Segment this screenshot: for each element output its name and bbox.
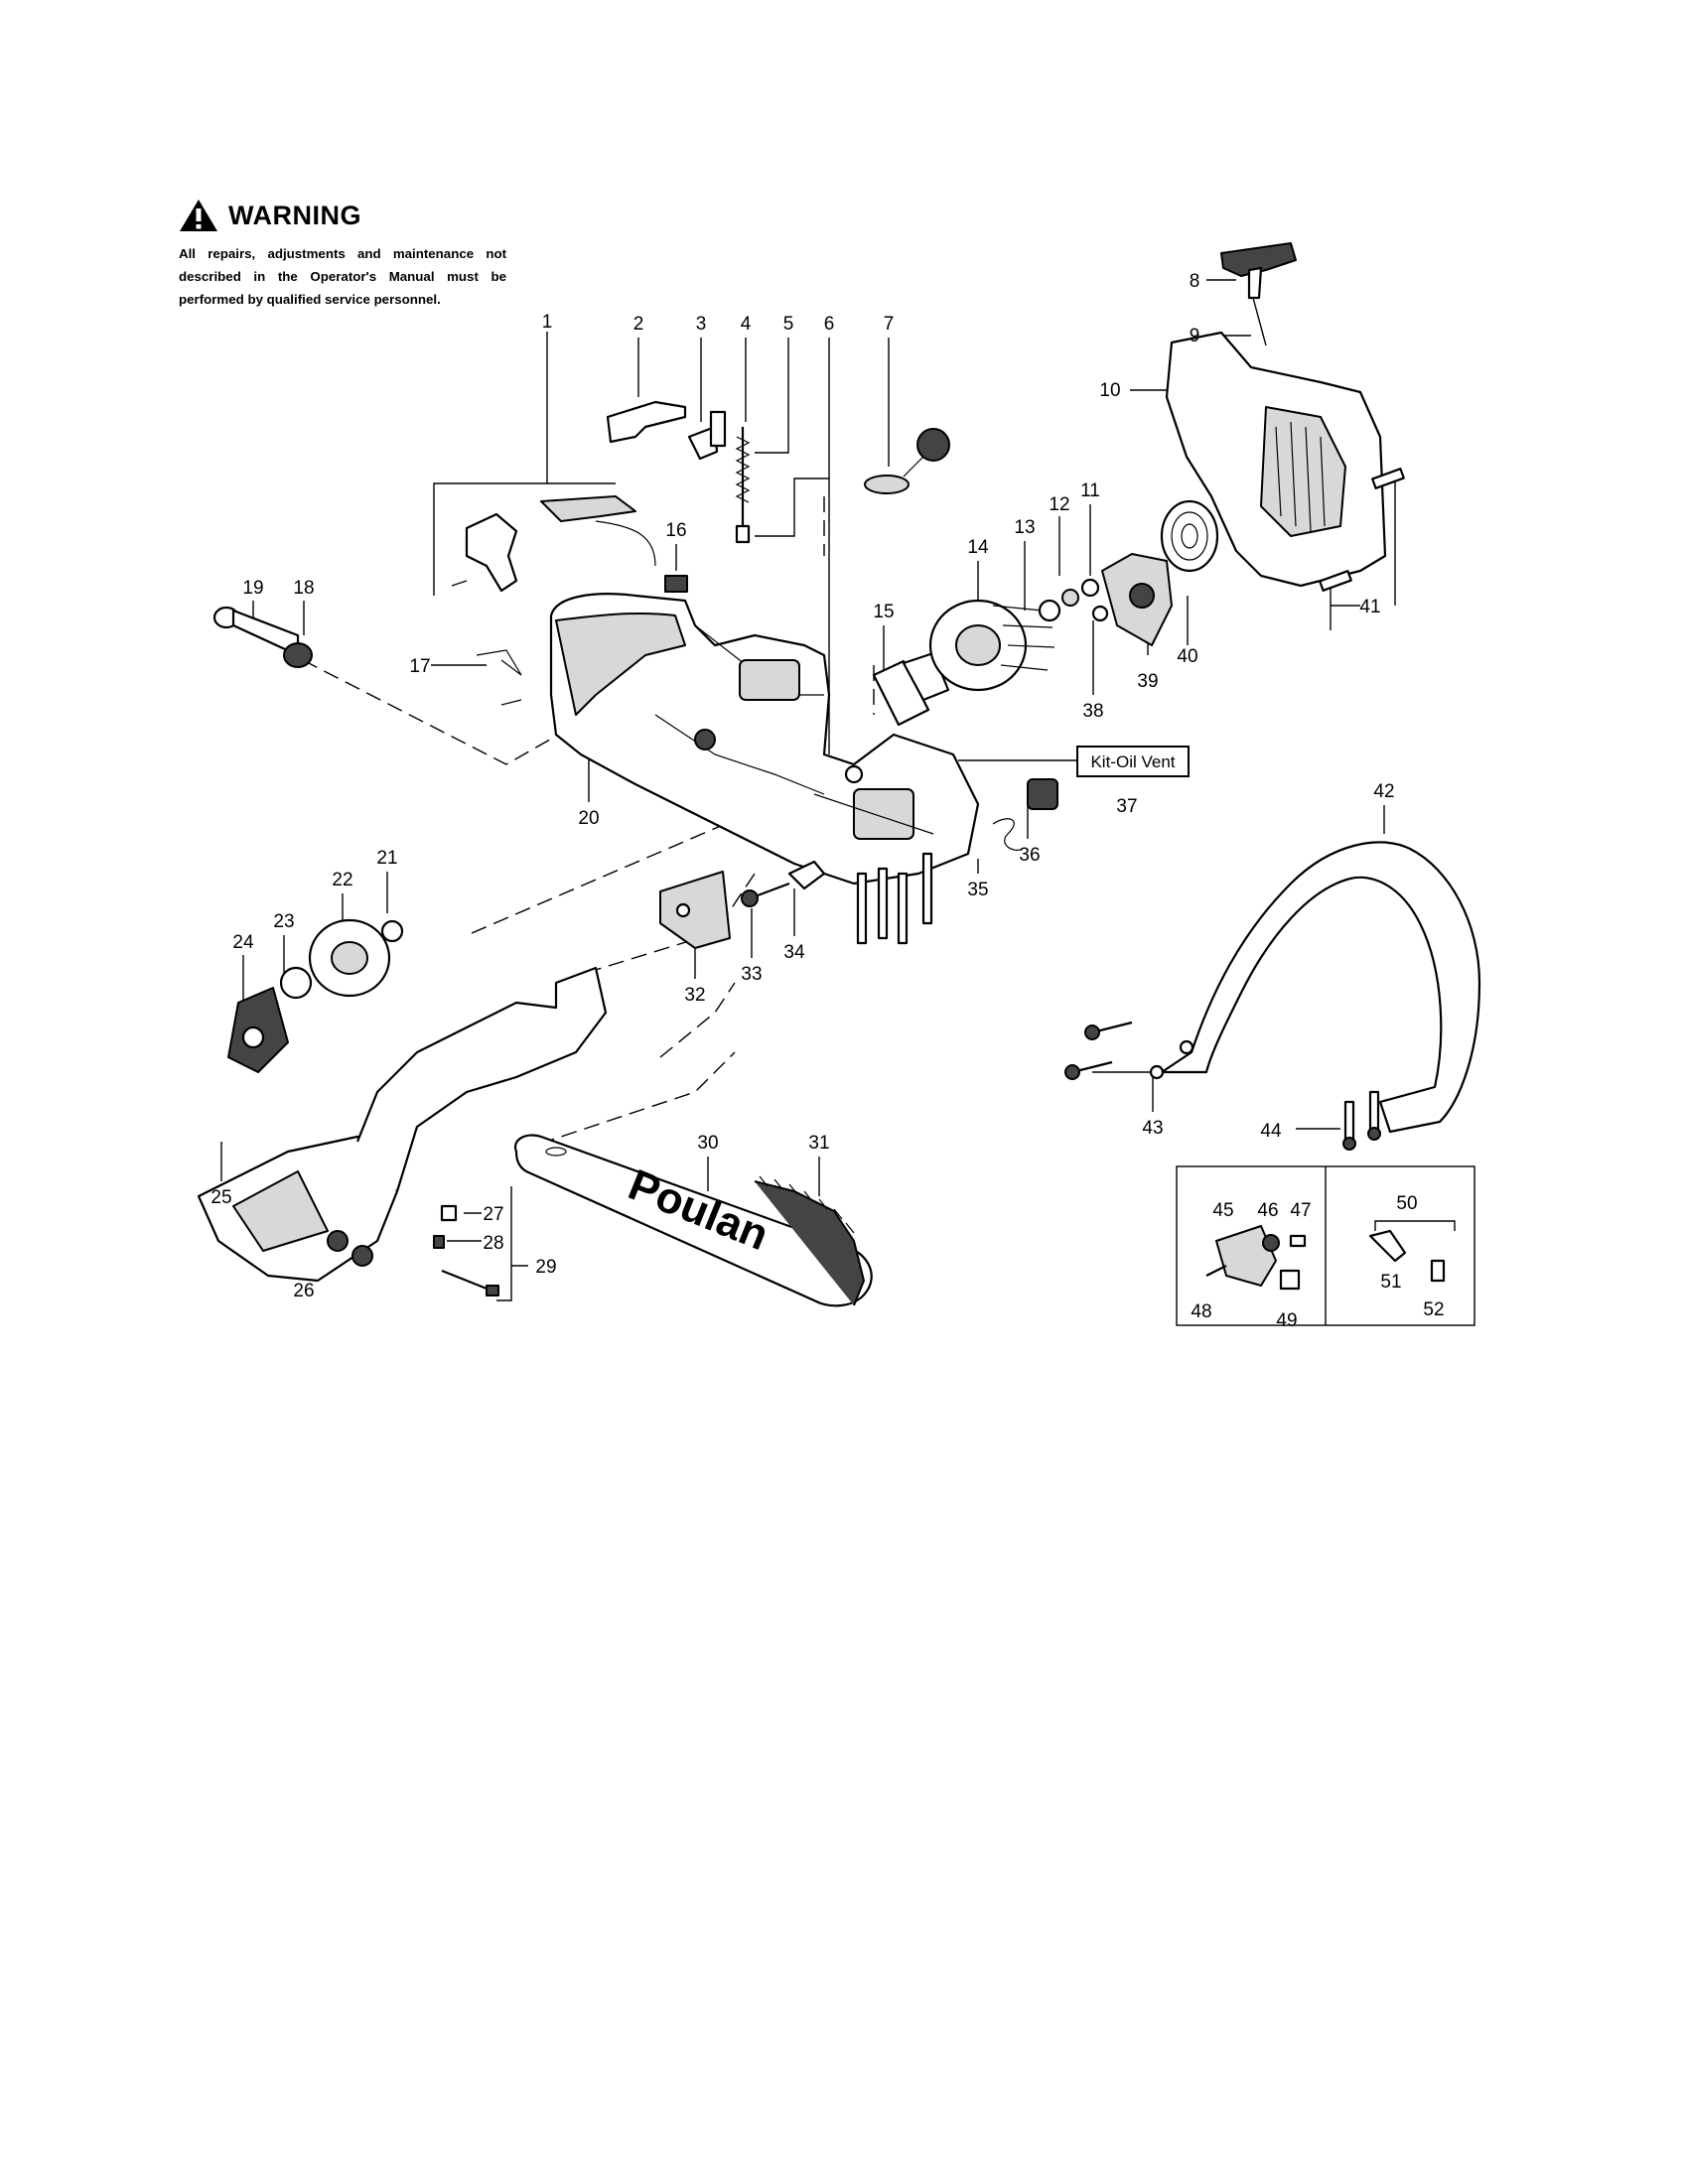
chain-cover-part <box>197 966 608 1283</box>
starter-handle-part <box>1220 242 1297 346</box>
callout-36: 36 <box>1019 845 1040 866</box>
callout-25: 25 <box>210 1187 231 1208</box>
warning-triangle-icon <box>180 200 217 231</box>
callout-6: 6 <box>824 314 835 335</box>
callout-45: 45 <box>1212 1200 1233 1221</box>
callout-7: 7 <box>884 314 895 335</box>
callout-1: 1 <box>542 312 553 333</box>
callout-48: 48 <box>1191 1301 1211 1322</box>
oil-vent-part <box>992 778 1058 851</box>
rod-spring-part <box>735 427 751 544</box>
warning-title: WARNING <box>228 200 361 230</box>
bolts-44-part <box>1342 1090 1381 1151</box>
starter-pulley-part <box>1101 553 1173 646</box>
saw-chain-part <box>754 1175 865 1306</box>
front-handle-part <box>1149 841 1481 1134</box>
bar-plate-part <box>659 871 731 949</box>
callout-2: 2 <box>633 314 644 335</box>
screws-41-part <box>1319 468 1405 592</box>
washer-nut-part <box>1038 578 1109 622</box>
callout-16: 16 <box>665 520 686 541</box>
callout-14: 14 <box>967 537 989 558</box>
kit-oil-vent-box: Kit-Oil Vent <box>1076 746 1190 777</box>
handle-pin-part <box>212 606 313 668</box>
callout-8: 8 <box>1190 271 1200 292</box>
callout-39: 39 <box>1137 671 1158 692</box>
callout-20: 20 <box>578 808 599 829</box>
trigger-lock-part <box>606 400 687 444</box>
flywheel-part <box>928 599 1055 692</box>
callout-27: 27 <box>483 1204 503 1225</box>
spring-clip-part <box>687 410 727 461</box>
callout-31: 31 <box>808 1133 829 1154</box>
oil-pump-inset <box>1176 1165 1475 1326</box>
callout-17: 17 <box>409 656 430 677</box>
callout-12: 12 <box>1049 494 1069 515</box>
callout-19: 19 <box>242 578 263 599</box>
warning-notice: WARNING All repairs, adjustments and mai… <box>179 199 506 311</box>
callout-52: 52 <box>1423 1299 1444 1320</box>
callout-13: 13 <box>1014 517 1035 538</box>
callout-24: 24 <box>232 932 254 953</box>
callout-28: 28 <box>483 1233 503 1254</box>
callout-50: 50 <box>1396 1193 1417 1214</box>
callout-22: 22 <box>332 870 352 890</box>
callout-42: 42 <box>1373 781 1394 802</box>
callout-30: 30 <box>697 1133 718 1154</box>
screws-35-part <box>856 852 933 945</box>
callout-29: 29 <box>535 1257 556 1278</box>
leader-lines <box>220 279 1456 1301</box>
callout-21: 21 <box>376 848 397 869</box>
starter-housing-part <box>1165 331 1387 588</box>
throttle-trigger-part <box>451 495 656 593</box>
callout-32: 32 <box>684 985 705 1006</box>
warning-text: All repairs, adjustments and maintenance… <box>179 246 506 307</box>
callout-11: 11 <box>1080 480 1100 501</box>
bolts-43-part <box>1064 1021 1133 1080</box>
kit-oil-vent-label: Kit-Oil Vent <box>1090 752 1175 771</box>
callout-18: 18 <box>293 578 314 599</box>
callout-46: 46 <box>1257 1200 1278 1221</box>
callout-51: 51 <box>1380 1272 1401 1293</box>
callout-4: 4 <box>741 314 752 335</box>
callout-26: 26 <box>293 1281 314 1301</box>
callout-15: 15 <box>873 602 894 622</box>
callout-44: 44 <box>1260 1121 1282 1142</box>
callout-10: 10 <box>1099 380 1120 401</box>
callout-47: 47 <box>1290 1200 1311 1221</box>
callout-43: 43 <box>1142 1118 1163 1139</box>
callout-41: 41 <box>1359 597 1380 617</box>
callout-9: 9 <box>1190 326 1200 346</box>
callout-34: 34 <box>783 942 805 963</box>
adjuster-parts <box>433 1204 499 1297</box>
oil-cap-part <box>864 428 950 494</box>
callout-40: 40 <box>1177 646 1197 667</box>
callout-35: 35 <box>967 880 988 900</box>
callout-33: 33 <box>741 964 762 985</box>
callout-49: 49 <box>1276 1310 1297 1331</box>
engine-housing-part <box>549 593 980 886</box>
clutch-group-part <box>227 918 404 1073</box>
bolt-33-part <box>741 860 826 907</box>
rewind-spring-part <box>1160 499 1219 573</box>
callout-38: 38 <box>1082 701 1103 722</box>
callout-23: 23 <box>273 911 294 932</box>
callout-5: 5 <box>783 314 794 335</box>
callout-37: 37 <box>1116 796 1137 817</box>
spring-17-part <box>476 649 522 706</box>
callout-3: 3 <box>696 314 707 335</box>
clip-16-part <box>664 575 688 593</box>
callout-labels: 1 2 3 4 5 6 7 8 9 10 11 12 13 14 15 16 1… <box>210 271 1444 1331</box>
